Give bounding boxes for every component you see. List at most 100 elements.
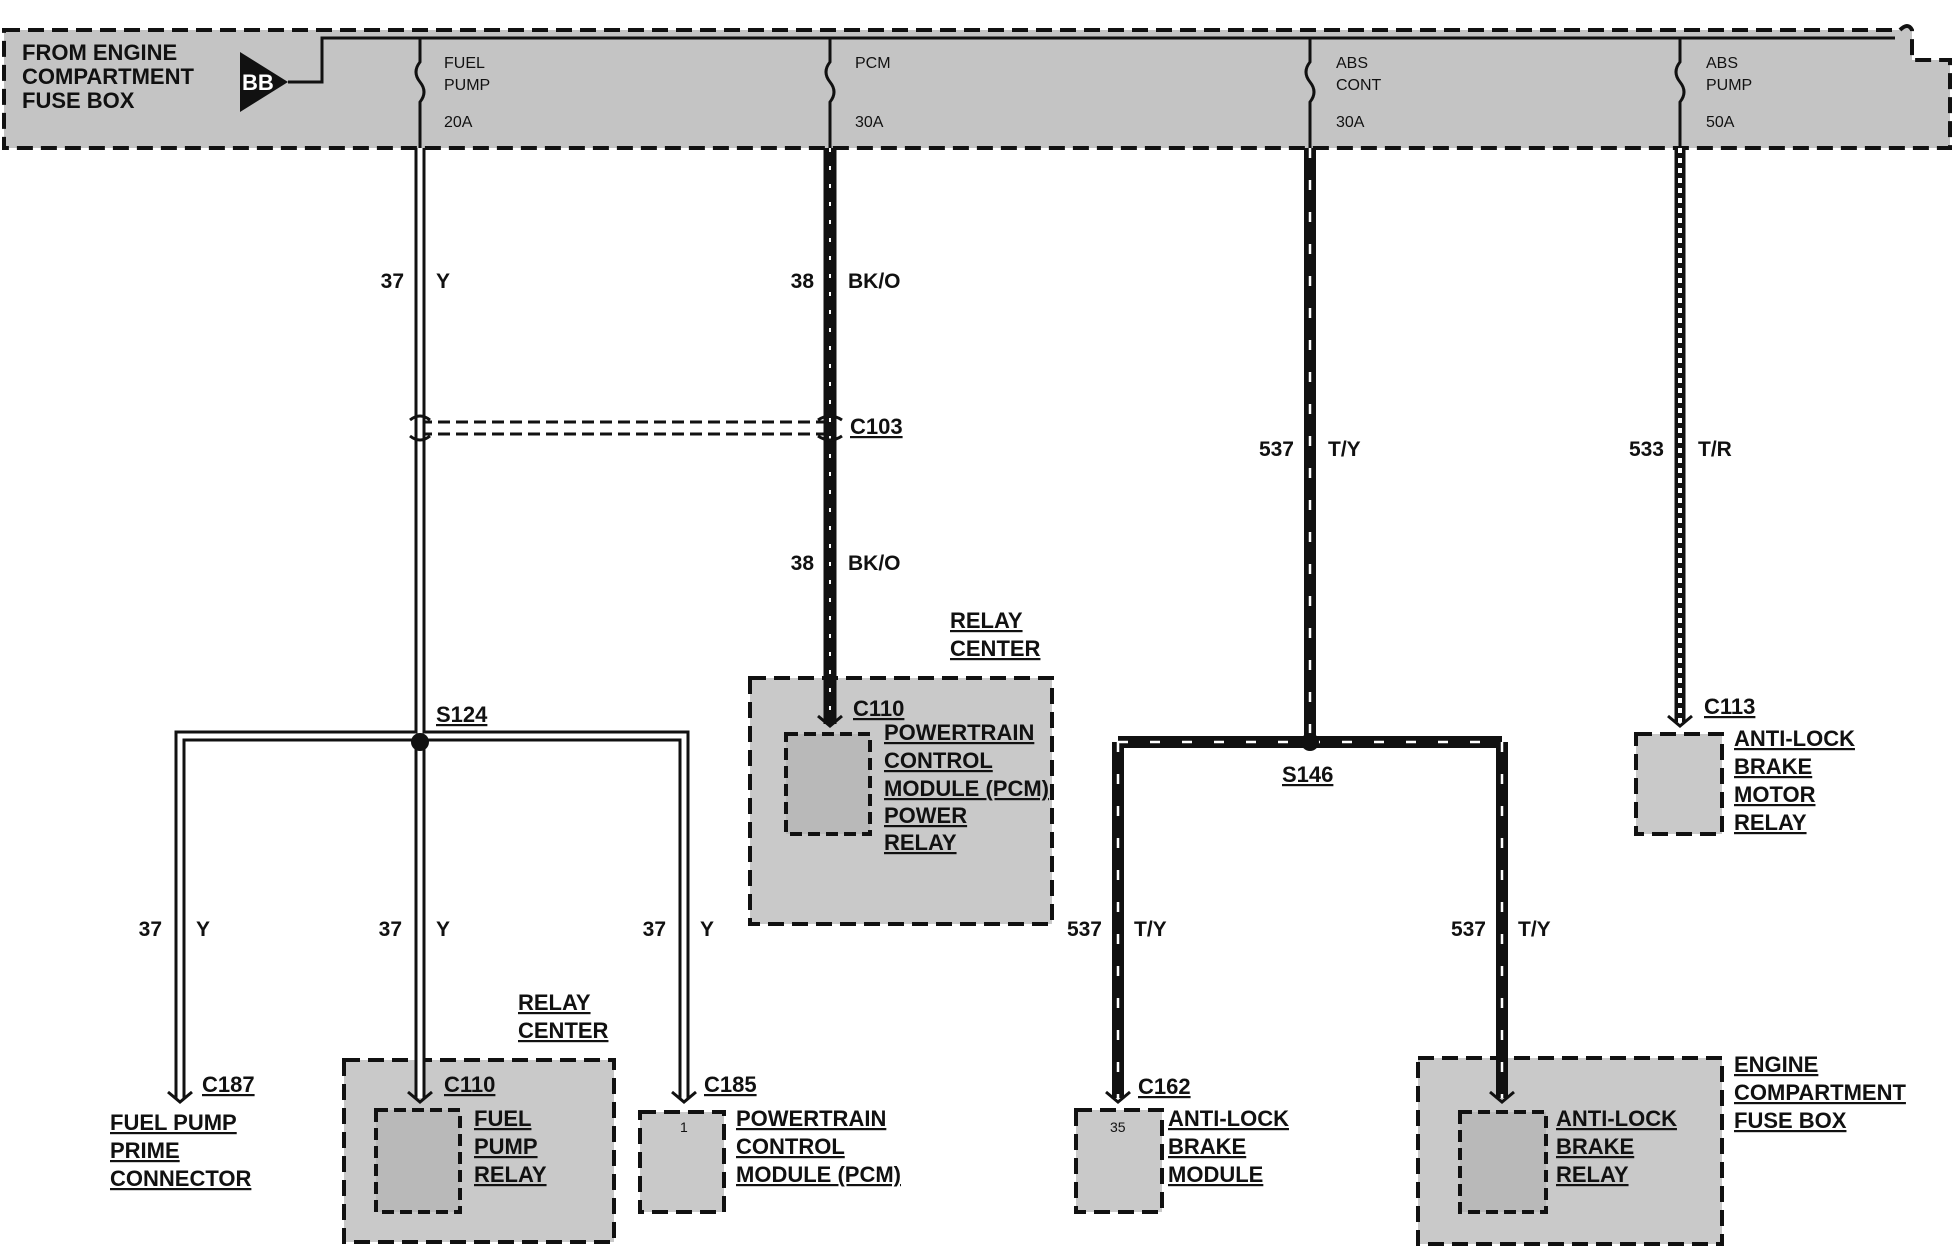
label-c185: C185: [704, 1072, 757, 1097]
bus-badge-label: BB: [242, 70, 274, 95]
pcm-label-3: MODULE (PCM): [736, 1162, 901, 1187]
fuel-prime-label-3: CONNECTOR: [110, 1166, 251, 1191]
fuse-abs-cont-name-1: ABS: [1336, 55, 1368, 72]
fuse-abs-pump-name-1: ABS: [1706, 55, 1738, 72]
chevron-c162-icon: [1105, 1090, 1131, 1104]
header-box: [2, 24, 1952, 150]
c103-connector-line: [420, 420, 830, 436]
abs-motor-relay-label-4: RELAY: [1734, 810, 1807, 835]
pcm-label-2: CONTROL: [736, 1134, 845, 1159]
connector-labels: C103 S124 S146 C110 C113 C187 C110 C185 …: [202, 414, 1755, 1135]
abs-module-label-1: ANTI-LOCK: [1168, 1106, 1289, 1131]
fuse-pcm-name-1: PCM: [855, 55, 891, 72]
pcm-relay-connector-box: [784, 732, 872, 836]
fuse-fuel-pump-rating: 20A: [444, 114, 473, 131]
fuse-abs-pump-icon: [1674, 38, 1686, 148]
abs-motor-relay-label-2: BRAKE: [1734, 754, 1812, 779]
fuel-pump-relay-label-2: PUMP: [474, 1134, 538, 1159]
pcm-module-box: [638, 1110, 726, 1214]
wire-branch-right-color: Y: [700, 918, 714, 941]
pcm-relay-label-3: MODULE (PCM): [884, 776, 1049, 801]
pcm-relay-label-2: CONTROL: [884, 748, 993, 773]
chevron-c110-pcm-icon: [817, 714, 843, 728]
chevron-c110-fuel-icon: [407, 1090, 433, 1104]
label-c187: C187: [202, 1072, 255, 1097]
header-label-line3: FUSE BOX: [22, 88, 135, 113]
fuse-abs-cont: ABS CONT 30A: [1304, 38, 1382, 148]
abs-module-box: [1074, 1108, 1164, 1214]
chevron-c185-icon: [671, 1090, 697, 1104]
abs-module-label-2: BRAKE: [1168, 1134, 1246, 1159]
engine-fuse-box-label-3: FUSE BOX: [1734, 1108, 1847, 1133]
connector-chevrons: [167, 714, 1693, 1104]
abs-relay-label-1: ANTI-LOCK: [1556, 1106, 1677, 1131]
wire-abs-pump-color: T/R: [1698, 438, 1732, 461]
engine-fuse-box-header: FROM ENGINE COMPARTMENT FUSE BOX BB FUEL…: [2, 24, 1952, 150]
abs-motor-relay-label-3: MOTOR: [1734, 782, 1816, 807]
pin-c162: 35: [1110, 1119, 1126, 1135]
relay-center-bottom-label-1: RELAY: [518, 990, 591, 1015]
fuse-abs-cont-icon: [1304, 38, 1316, 148]
abs-motor-relay-box: [1634, 732, 1724, 836]
chevron-c187-icon: [167, 1090, 193, 1104]
wire-pcm-top-color: BK/O: [848, 270, 901, 293]
wire-branch-left-circuit: 37: [139, 918, 162, 941]
wire-branch-mid-color: Y: [436, 918, 450, 941]
engine-fuse-box-label-2: COMPARTMENT: [1734, 1080, 1906, 1105]
chevron-c113-icon: [1667, 714, 1693, 728]
wire-abs-cont-circuit: 537: [1259, 438, 1294, 461]
fuse-fuel-pump-icon: [414, 38, 426, 148]
wire-branch-right-circuit: 37: [643, 918, 666, 941]
wire-abs-cont: [1112, 148, 1508, 1098]
abs-module-label-3: MODULE: [1168, 1162, 1263, 1187]
pin-c185: 1: [680, 1119, 688, 1135]
wire-fuel-pump: [174, 148, 690, 1098]
fuel-pump-relay-label-1: FUEL: [474, 1106, 531, 1131]
wire-abs-cont-color: T/Y: [1328, 438, 1361, 461]
fuel-pump-relay-connector-box: [374, 1108, 462, 1214]
label-c103: C103: [850, 414, 903, 439]
wire-pcm-mid-color: BK/O: [848, 552, 901, 575]
pcm-relay-label-1: POWERTRAIN: [884, 720, 1034, 745]
fuel-pump-relay-label-3: RELAY: [474, 1162, 547, 1187]
wire-pcm-top-circuit: 38: [791, 270, 815, 293]
wire-fuel-top-circuit: 37: [381, 270, 404, 293]
engine-fuse-box-label-1: ENGINE: [1734, 1052, 1818, 1077]
header-label-line1: FROM ENGINE: [22, 40, 177, 65]
label-c113: C113: [1704, 694, 1755, 719]
abs-relay-label-2: BRAKE: [1556, 1134, 1634, 1159]
fuse-abs-cont-rating: 30A: [1336, 114, 1365, 131]
abs-motor-relay-label-1: ANTI-LOCK: [1734, 726, 1855, 751]
wire-s146-left-circuit: 537: [1067, 918, 1102, 941]
relay-center-top-label-1: RELAY: [950, 608, 1023, 633]
fuse-abs-pump: ABS PUMP 50A: [1674, 38, 1752, 148]
abs-relay-label-3: RELAY: [1556, 1162, 1629, 1187]
pcm-label-1: POWERTRAIN: [736, 1106, 886, 1131]
wire-s146-right-color: T/Y: [1518, 918, 1551, 941]
fuel-prime-label-1: FUEL PUMP: [110, 1110, 237, 1135]
fuse-abs-pump-name-2: PUMP: [1706, 77, 1752, 94]
label-c110-pcm: C110: [853, 696, 904, 721]
relay-center-top-label-2: CENTER: [950, 636, 1041, 661]
wire-branch-mid-circuit: 37: [379, 918, 402, 941]
label-c162: C162: [1138, 1074, 1191, 1099]
label-c110-fuel: C110: [444, 1072, 495, 1097]
pcm-relay-label-4: POWER: [884, 803, 967, 828]
wire-pcm-mid-circuit: 38: [791, 552, 815, 575]
fuse-fuel-pump-name-2: PUMP: [444, 77, 490, 94]
fuse-abs-cont-name-2: CONT: [1336, 77, 1382, 94]
fuse-pcm-rating: 30A: [855, 114, 884, 131]
relay-center-bottom-label-2: CENTER: [518, 1018, 609, 1043]
wire-s146-right-circuit: 537: [1451, 918, 1486, 941]
splice-s146-dot: [1301, 733, 1319, 751]
c103-crossing-marks: [409, 414, 843, 442]
fuse-fuel-pump-name-1: FUEL: [444, 55, 485, 72]
fuse-pcm-icon: [824, 38, 836, 148]
abs-relay-connector-box: [1458, 1110, 1548, 1214]
wire-fuel-top-color: Y: [436, 270, 450, 293]
header-label-line2: COMPARTMENT: [22, 64, 194, 89]
pcm-relay-label-5: RELAY: [884, 830, 957, 855]
fuse-abs-pump-rating: 50A: [1706, 114, 1735, 131]
wire-s146-left-color: T/Y: [1134, 918, 1167, 941]
